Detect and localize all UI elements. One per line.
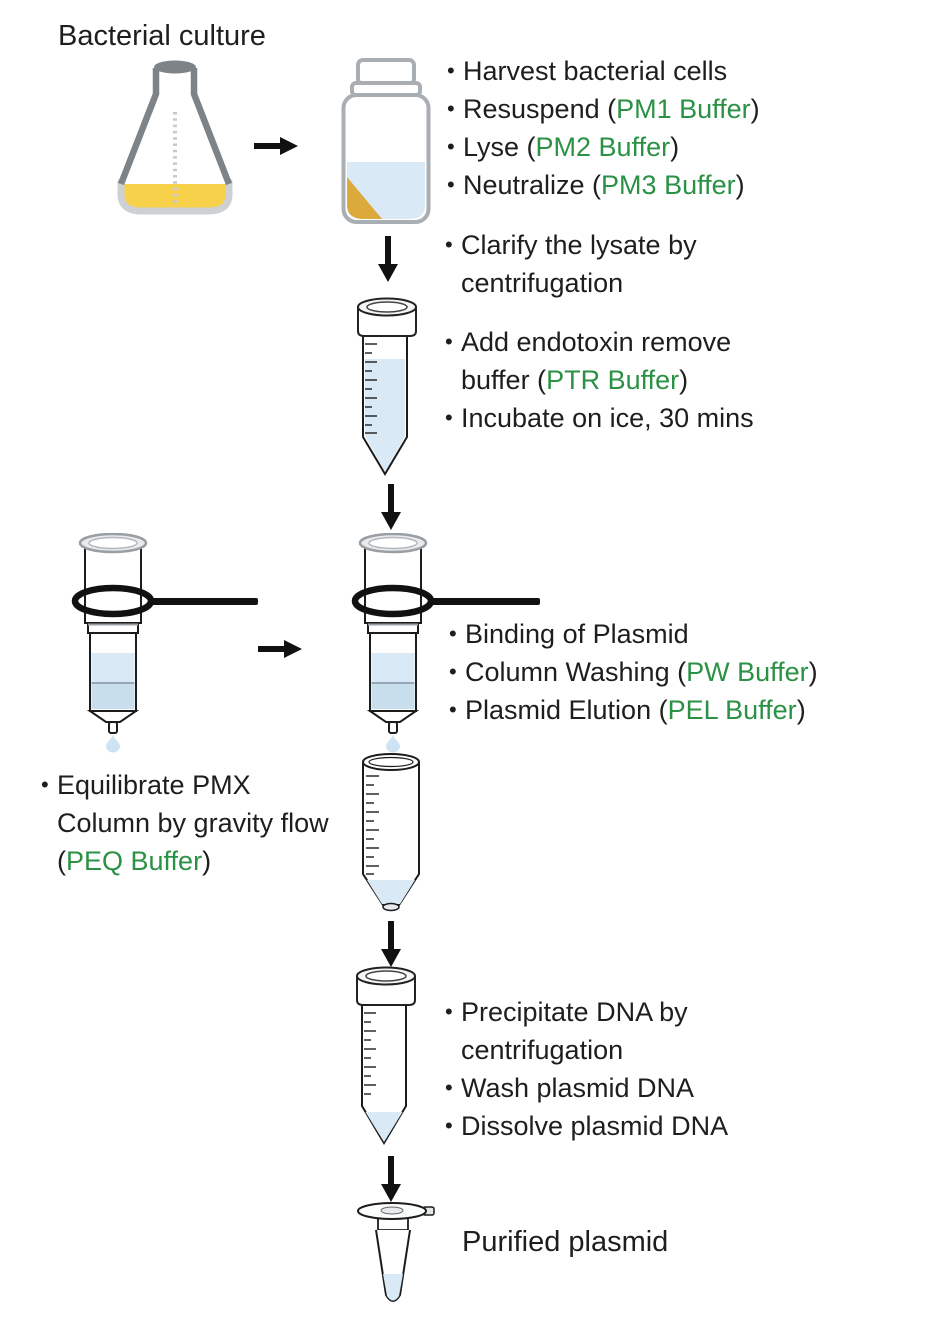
precipitate-steps-list: • Precipitate DNA by centrifugation • Wash … — [444, 993, 794, 1145]
step-text: ) — [670, 132, 680, 162]
erlenmeyer-flask-illustration — [117, 60, 233, 215]
centrifuge-tube-illustration — [357, 297, 417, 476]
step-text: Precipitate DNA by centrifugation — [461, 997, 688, 1065]
equilibrate-step-list: • Equilibrate PMX Column by gravity flow … — [40, 766, 330, 880]
bullet-item: • Binding of Plasmid — [448, 615, 898, 653]
buffer-name-text: PTR Buffer — [546, 365, 680, 395]
bullet-item: • Incubate on ice, 30 mins — [444, 399, 774, 437]
bullet-icon: • — [445, 1113, 453, 1138]
bullet-item: • Wash plasmid DNA — [444, 1069, 794, 1107]
step-text: Add endotoxin remove buffer ( — [461, 327, 732, 395]
arrow-down-icon — [381, 921, 401, 967]
step-text: ) — [679, 365, 689, 395]
binding-steps-list: • Binding of Plasmid • Column Washing (PW B… — [448, 615, 898, 729]
step-text: Lyse ( — [463, 132, 536, 162]
cell-pellet — [347, 177, 382, 219]
bullet-item: • Dissolve plasmid DNA — [444, 1107, 794, 1145]
spin-column-illustration — [78, 533, 148, 734]
buffer-name-text: PM3 Buffer — [601, 170, 736, 200]
bullet-icon: • — [445, 329, 453, 354]
bullet-item: • Add endotoxin remove buffer (PTR Buffer… — [444, 323, 774, 399]
tube-graduation-marks — [364, 1012, 376, 1095]
endotoxin-steps-list: • Add endotoxin remove buffer (PTR Buffer… — [444, 323, 774, 437]
bullet-item: • Plasmid Elution (PEL Buffer) — [448, 691, 898, 729]
buffer-name-text: PM2 Buffer — [535, 132, 671, 162]
step-text: ) — [808, 657, 818, 687]
bullet-icon: • — [449, 697, 457, 722]
clamp-ring-icon — [71, 584, 155, 618]
step-text: Resuspend ( — [463, 94, 617, 124]
arrow-right-icon — [258, 640, 302, 658]
step-text: ) — [735, 170, 745, 200]
bullet-icon: • — [449, 659, 457, 684]
step-text: Wash plasmid DNA — [461, 1073, 695, 1103]
bullet-icon: • — [445, 405, 453, 430]
step-text: Dissolve plasmid DNA — [461, 1111, 729, 1141]
droplet-icon — [106, 733, 120, 753]
arrow-down-icon — [381, 484, 401, 530]
tube-graduation-marks — [365, 343, 377, 434]
bullet-item: • Clarify the lysate by centrifugation — [444, 226, 744, 302]
microcentrifuge-tube-illustration — [357, 1202, 435, 1302]
bullet-icon: • — [447, 96, 455, 121]
clarify-step-list: • Clarify the lysate by centrifugation — [444, 226, 744, 302]
bullet-icon: • — [445, 232, 453, 257]
tube-graduation-marks — [366, 775, 379, 875]
step-text: ) — [750, 94, 760, 124]
lysate-bottle-illustration — [341, 58, 431, 224]
arrow-right-icon — [254, 137, 298, 155]
result-label: Purified plasmid — [462, 1226, 669, 1258]
bullet-icon: • — [445, 1075, 453, 1100]
bullet-icon: • — [447, 58, 455, 83]
buffer-name-text: PEL Buffer — [667, 695, 797, 725]
bullet-icon: • — [449, 621, 457, 646]
spin-column-illustration — [358, 533, 428, 734]
buffer-name-text: PW Buffer — [686, 657, 809, 687]
bullet-item: • Column Washing (PW Buffer) — [448, 653, 898, 691]
lysis-steps-list: • Harvest bacterial cells • Resuspend (PM1 … — [446, 52, 876, 204]
bullet-icon: • — [445, 999, 453, 1024]
bullet-icon: • — [447, 172, 455, 197]
source-title: Bacterial culture — [58, 20, 266, 52]
bullet-item: • Harvest bacterial cells — [446, 52, 876, 90]
clamp-ring-icon — [351, 584, 435, 618]
bullet-item: • Neutralize (PM3 Buffer) — [446, 166, 876, 204]
step-text: Equilibrate PMX Column by gravity flow ( — [57, 770, 329, 876]
bullet-item: • Lyse (PM2 Buffer) — [446, 128, 876, 166]
collection-tube-illustration — [362, 753, 420, 912]
buffer-name-text: PEQ Buffer — [66, 846, 203, 876]
step-text: Plasmid Elution ( — [465, 695, 668, 725]
stand-rod — [429, 598, 540, 605]
bullet-icon: • — [41, 772, 49, 797]
step-text: Clarify the lysate by centrifugation — [461, 230, 697, 298]
step-text: Harvest bacterial cells — [463, 56, 728, 86]
centrifuge-tube-illustration — [356, 966, 416, 1145]
arrow-down-icon — [378, 236, 398, 282]
bullet-item: • Equilibrate PMX Column by gravity flow … — [40, 766, 330, 880]
buffer-name-text: PM1 Buffer — [616, 94, 751, 124]
step-text: Neutralize ( — [463, 170, 602, 200]
stand-rod — [149, 598, 258, 605]
step-text: ) — [202, 846, 212, 876]
step-text: ) — [796, 695, 806, 725]
bullet-icon: • — [447, 134, 455, 159]
bullet-item: • Precipitate DNA by centrifugation — [444, 993, 794, 1069]
bullet-item: • Resuspend (PM1 Buffer) — [446, 90, 876, 128]
step-text: Incubate on ice, 30 mins — [461, 403, 754, 433]
droplet-icon — [386, 733, 400, 753]
step-text: Column Washing ( — [465, 657, 687, 687]
step-text: Binding of Plasmid — [465, 619, 689, 649]
arrow-down-icon — [381, 1156, 401, 1202]
